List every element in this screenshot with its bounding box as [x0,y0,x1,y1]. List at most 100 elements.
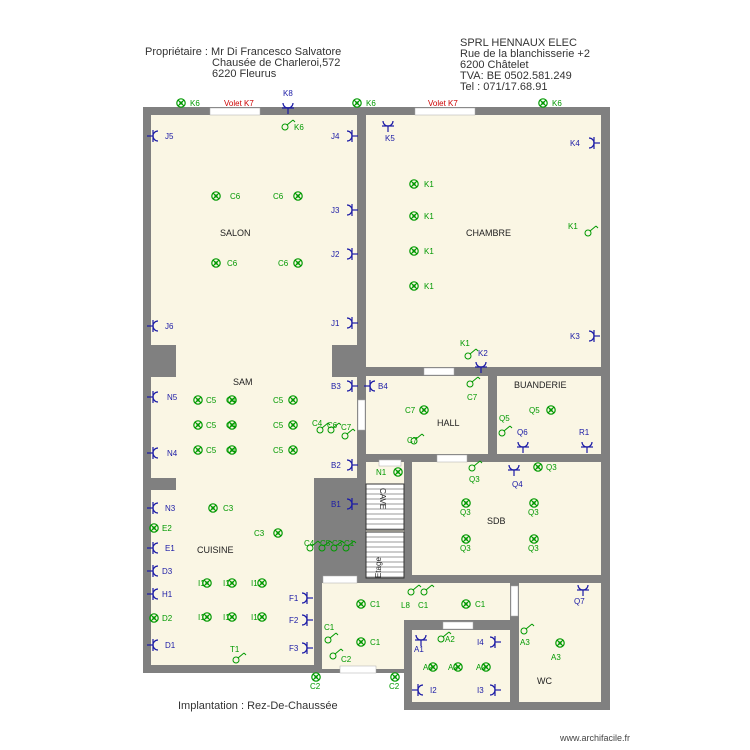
light-label: C4 [226,396,237,405]
light-point-icon [227,612,237,622]
light-point-icon [555,638,565,648]
light-label: K1 [568,222,578,231]
light-label: C1 [475,600,486,609]
light-switch-icon [342,540,357,552]
light-point-icon [529,498,539,508]
floor-chambre [366,115,601,367]
plan-caption: Implantation : Rez-De-Chaussée [178,700,338,712]
light-point-icon [409,246,419,256]
owner-address-1: Chausée de Charleroi,572 [212,57,341,69]
socket-label: N4 [167,449,178,458]
light-switch-icon [420,584,435,596]
socket-label: K8 [283,89,293,98]
window-opening [378,459,402,467]
room-label-salon: SALON [220,228,251,238]
light-label: I1 [223,579,230,588]
light-label: K6 [366,99,376,108]
company-address-2: 6200 Châtelet [460,59,529,71]
light-switch-icon [316,422,331,434]
room-label-hall: HALL [437,418,460,428]
light-point-icon [202,578,212,588]
power-socket-icon [475,361,487,373]
light-label: C6 [227,259,238,268]
power-socket-icon [147,320,159,332]
light-label: I1 [198,613,205,622]
light-switch-icon [584,225,599,237]
light-label: C3 [223,504,234,513]
light-label: A2 [423,663,433,672]
floor-buanderie [497,376,601,454]
light-point-icon [409,211,419,221]
socket-label: N5 [167,393,178,402]
socket-label: J1 [331,319,340,328]
light-label: C1 [370,638,381,647]
power-socket-icon [346,204,358,216]
light-switch-icon [407,584,422,596]
light-label: N1 [376,468,387,477]
socket-label: B1 [331,500,341,509]
light-label: Q5 [529,406,540,415]
inner-wall [488,376,497,454]
light-point-icon [257,578,267,588]
light-switch-icon [341,428,356,440]
light-label: C6 [273,192,284,201]
socket-label: Q4 [512,480,523,489]
floor-stair-annex [366,583,412,585]
room-label-sdb: SDB [487,516,506,526]
light-point-icon [533,462,543,472]
socket-label: H1 [162,590,173,599]
power-socket-icon [346,130,358,142]
floor-sam-link [176,345,332,385]
power-socket-icon [147,542,159,554]
light-label: C7 [405,406,416,415]
light-point-icon [481,662,491,672]
light-label: K1 [424,282,434,291]
power-socket-icon [147,391,159,403]
light-point-icon [193,395,203,405]
light-point-icon [288,420,298,430]
light-point-icon [390,672,400,682]
light-label: C4 [312,419,323,428]
socket-label: K2 [478,349,488,358]
window-opening [339,665,377,674]
socket-label: Q6 [517,428,528,437]
light-label: C5 [206,396,217,405]
light-label: K6 [294,123,304,132]
inner-wall [357,115,366,345]
light-label: C4 [226,446,237,455]
socket-label: E1 [165,544,175,553]
light-label: I1 [251,613,258,622]
light-label: C3 [254,529,265,538]
light-label: L8 [401,601,410,610]
power-socket-icon [489,684,501,696]
light-label: A2 [445,635,455,644]
light-point-icon [293,258,303,268]
light-label: Q3 [460,508,471,517]
socket-label: A1 [414,645,424,654]
room-label-buanderie: BUANDERIE [514,380,567,390]
room-label-etage: Etage [374,557,383,578]
power-socket-icon [517,441,529,453]
window-opening [322,575,358,584]
light-label: C4 [304,539,315,548]
light-point-icon [393,467,403,477]
light-label: K1 [424,247,434,256]
light-switch-icon [324,632,339,644]
inner-wall [404,630,412,710]
light-label: K1 [424,180,434,189]
light-label: Q3 [460,544,471,553]
light-label: C5 [273,421,284,430]
power-socket-icon [301,592,313,604]
power-socket-icon [346,498,358,510]
light-point-icon [461,599,471,609]
socket-label: B4 [378,382,388,391]
owner-name: Mr Di Francesco Salvatore [211,46,342,58]
stair-cave [365,483,405,531]
light-label: C2 [389,682,400,691]
room-label-wc: WC [537,676,552,686]
light-switch-icon [464,348,479,360]
light-label: K6 [552,99,562,108]
light-point-icon [453,662,463,672]
light-point-icon [356,599,366,609]
window-opening [357,399,366,431]
